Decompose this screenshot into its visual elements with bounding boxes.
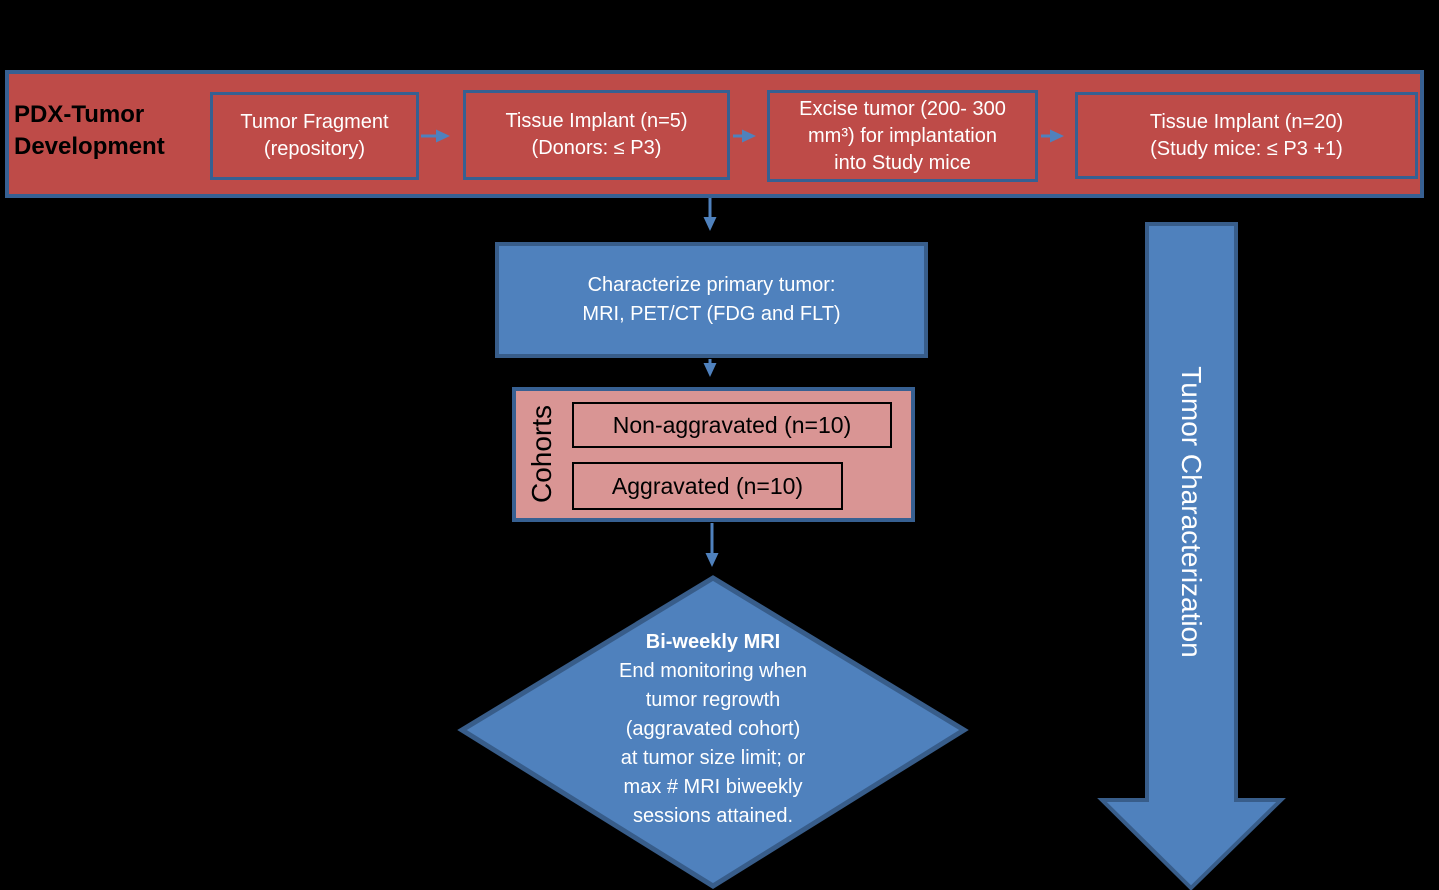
step-characterize-primary-tumor: Characterize primary tumor: MRI, PET/CT …	[495, 242, 928, 358]
cohort-non-aggravated: Non-aggravated (n=10)	[572, 402, 892, 448]
decision-diamond-title: Bi-weekly MRI	[645, 631, 781, 653]
step-excise-tumor: Excise tumor (200- 300 mm³) for implanta…	[767, 90, 1038, 182]
cohort-aggravated: Aggravated (n=10)	[572, 462, 843, 510]
step-tissue-implant-study-label: Tissue Implant (n=20) (Study mice: ≤ P3 …	[1149, 110, 1344, 160]
cohorts-group-label: Cohorts	[526, 404, 557, 504]
step-characterize-primary-tumor-label: Characterize primary tumor: MRI, PET/CT …	[582, 274, 841, 325]
decision-diamond-text: Bi-weekly MRI End monitoring when tumor …	[553, 628, 873, 831]
step-tumor-fragment-label: Tumor Fragment (repository)	[240, 111, 389, 160]
cohort-aggravated-label: Aggravated (n=10)	[611, 472, 804, 499]
step-excise-tumor-label: Excise tumor (200- 300 mm³) for implanta…	[799, 97, 1006, 174]
tumor-characterization-label: Tumor Characterization	[1176, 366, 1207, 658]
step-tissue-implant-study: Tissue Implant (n=20) (Study mice: ≤ P3 …	[1075, 92, 1418, 179]
decision-diamond-body: End monitoring when tumor regrowth (aggr…	[619, 660, 807, 827]
step-tissue-implant-donors-label: Tissue Implant (n=5) (Donors: ≤ P3)	[505, 110, 688, 159]
cohort-non-aggravated-label: Non-aggravated (n=10)	[612, 411, 852, 438]
step-tumor-fragment: Tumor Fragment (repository)	[210, 92, 419, 180]
banner-title: PDX-Tumor Development	[14, 101, 165, 160]
step-tissue-implant-donors: Tissue Implant (n=5) (Donors: ≤ P3)	[463, 90, 730, 180]
